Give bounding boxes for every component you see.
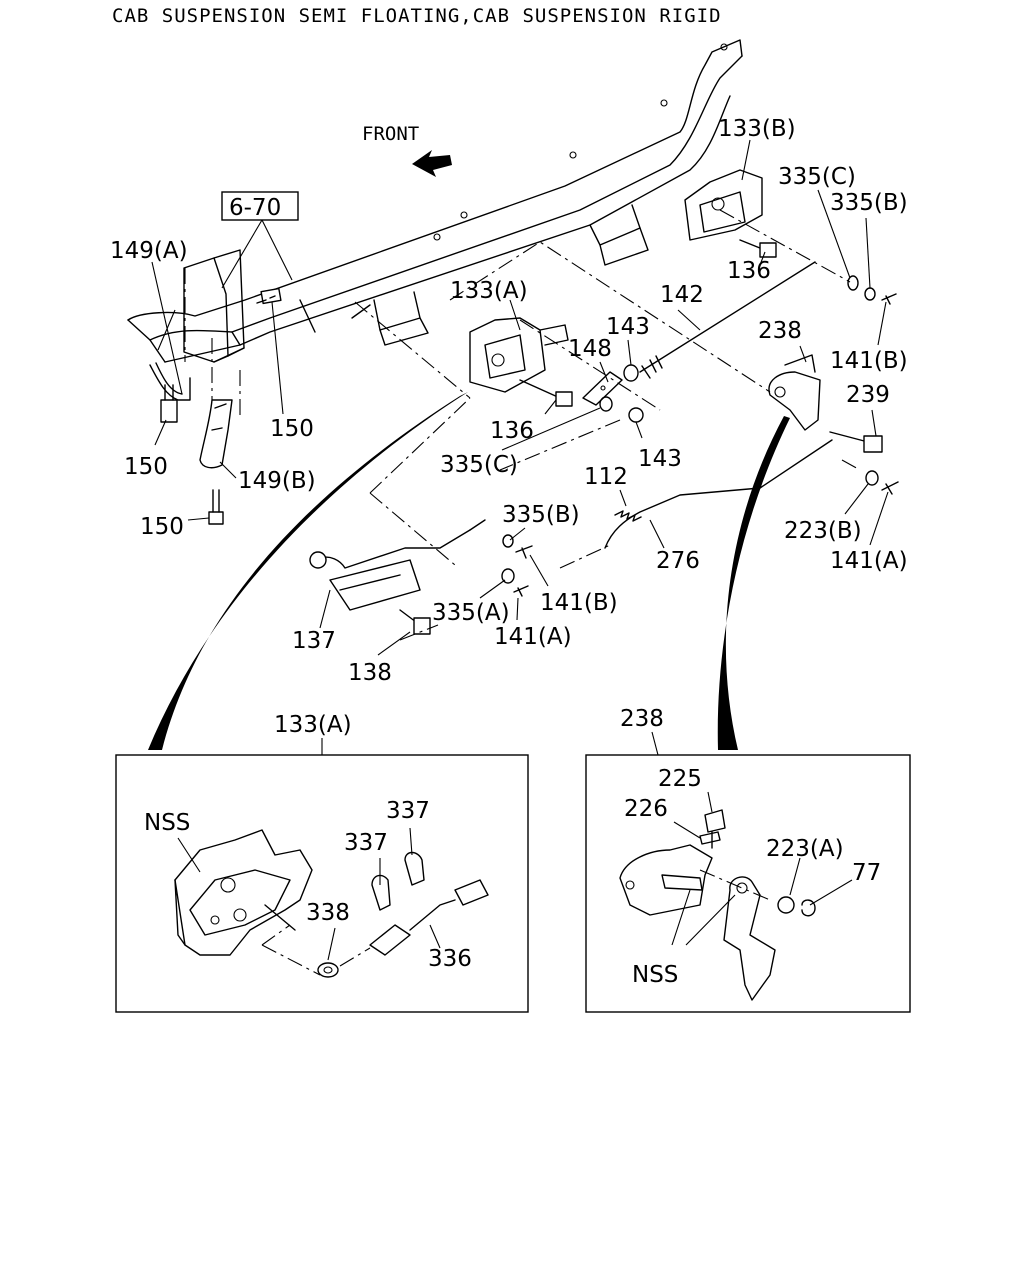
callout-133a: 133(A) — [450, 278, 528, 304]
callout-336: 336 — [428, 946, 472, 972]
spring-112 — [614, 510, 642, 522]
callout-335c-b: 335(C) — [778, 164, 856, 190]
callout-136-a: 136 — [490, 418, 534, 444]
clip-141a-a — [881, 481, 899, 495]
callout-141b-a: 141(B) — [830, 348, 908, 374]
washer-223b — [865, 470, 879, 486]
callout-112: 112 — [584, 464, 628, 490]
callout-138: 138 — [348, 660, 392, 686]
detail-washer-338 — [317, 962, 339, 978]
callout-nss-right: NSS — [632, 962, 678, 988]
bolt-136-a — [519, 379, 573, 407]
bracket-148 — [582, 371, 623, 406]
callout-338: 338 — [306, 900, 350, 926]
callout-337-upper: 337 — [386, 798, 430, 824]
callout-335b-a: 335(B) — [830, 190, 908, 216]
callout-238-detail: 238 — [620, 706, 664, 732]
callout-150-upper: 150 — [270, 416, 314, 442]
callout-225: 225 — [658, 766, 702, 792]
callout-133a-detail: 133(A) — [274, 712, 352, 738]
callout-335a: 335(A) — [432, 600, 510, 626]
callout-150-left: 150 — [124, 454, 168, 480]
clip-141b-b — [515, 545, 533, 559]
washer-335a — [501, 568, 515, 584]
washer-335b-b — [502, 534, 514, 548]
callout-223a: 223(A) — [766, 836, 844, 862]
callout-labels: 149(A) 150 150 149(B) 150 133(A) 136 335… — [110, 116, 908, 988]
reference-box-label: 6-70 — [229, 195, 281, 221]
assembly-lines — [184, 209, 861, 641]
lever-238 — [768, 354, 821, 431]
bracket-133a — [469, 317, 569, 393]
detail-bolt-225 — [704, 809, 726, 849]
reference-box — [221, 191, 299, 221]
callout-150-lower: 150 — [140, 514, 184, 540]
callout-77: 77 — [852, 860, 881, 886]
callout-149b: 149(B) — [238, 468, 316, 494]
rod-142 — [639, 261, 816, 379]
diagram-title: CAB SUSPENSION SEMI FLOATING,CAB SUSPENS… — [112, 5, 722, 27]
bolt-150-upper — [256, 287, 282, 305]
bracket-133b — [684, 169, 763, 241]
callout-143-lower: 143 — [638, 446, 682, 472]
callout-nss-left: NSS — [144, 810, 190, 836]
detail-lever-bracket — [619, 844, 713, 916]
callout-239: 239 — [846, 382, 890, 408]
detail-box-238-leader — [651, 731, 659, 756]
callout-137: 137 — [292, 628, 336, 654]
bolt-138 — [399, 609, 431, 635]
callout-226: 226 — [624, 796, 668, 822]
detail-washer-223a — [777, 896, 795, 914]
bolt-150-left — [160, 384, 178, 423]
reference-leader — [221, 219, 293, 289]
detail-switch-336 — [369, 879, 489, 956]
bolt-239 — [829, 431, 883, 453]
nut-143 — [623, 364, 644, 423]
clip-141b-a — [881, 293, 897, 305]
callout-238: 238 — [758, 318, 802, 344]
bolt-136-b — [739, 239, 777, 258]
detail-leaders-left — [177, 827, 441, 961]
washer-335c-a — [599, 396, 613, 412]
detail-clip-337 — [371, 851, 425, 911]
callout-leaders — [151, 139, 889, 656]
rod-276 — [604, 439, 833, 549]
callout-148: 148 — [568, 336, 612, 362]
callout-143-upper: 143 — [606, 314, 650, 340]
detail-curve-right — [717, 416, 790, 750]
callout-136-b: 136 — [727, 258, 771, 284]
washer-335b-a — [864, 287, 876, 301]
bracket-149b — [199, 399, 233, 469]
detail-clip-77 — [801, 899, 816, 917]
bracket-149a — [149, 362, 191, 401]
callout-335c-a: 335(C) — [440, 452, 518, 478]
callout-223b: 223(B) — [784, 518, 862, 544]
callout-149a: 149(A) — [110, 238, 188, 264]
washer-335c-b — [847, 275, 859, 291]
detail-assembly-line-left — [261, 924, 371, 976]
detail-lever-arm — [723, 876, 776, 1001]
clip-141a-b — [513, 585, 529, 597]
detail-box-238 — [585, 754, 911, 1013]
callout-276: 276 — [656, 548, 700, 574]
front-label: FRONT — [362, 123, 419, 145]
detail-switch-bracket — [174, 829, 313, 956]
detail-washer-226 — [699, 831, 721, 845]
callout-142: 142 — [660, 282, 704, 308]
callout-141a-a: 141(A) — [830, 548, 908, 574]
callout-141a-b: 141(A) — [494, 624, 572, 650]
detail-assembly-line-right — [699, 869, 771, 901]
callout-133b: 133(B) — [718, 116, 796, 142]
callout-335b-b: 335(B) — [502, 502, 580, 528]
callout-337-lower: 337 — [344, 830, 388, 856]
callout-141b-b: 141(B) — [540, 590, 618, 616]
front-arrow-icon — [412, 150, 452, 177]
linkage-137 — [309, 519, 486, 611]
frame-cross-member — [127, 39, 743, 363]
detail-leaders-right — [671, 791, 853, 946]
bolt-150-lower — [208, 489, 224, 525]
